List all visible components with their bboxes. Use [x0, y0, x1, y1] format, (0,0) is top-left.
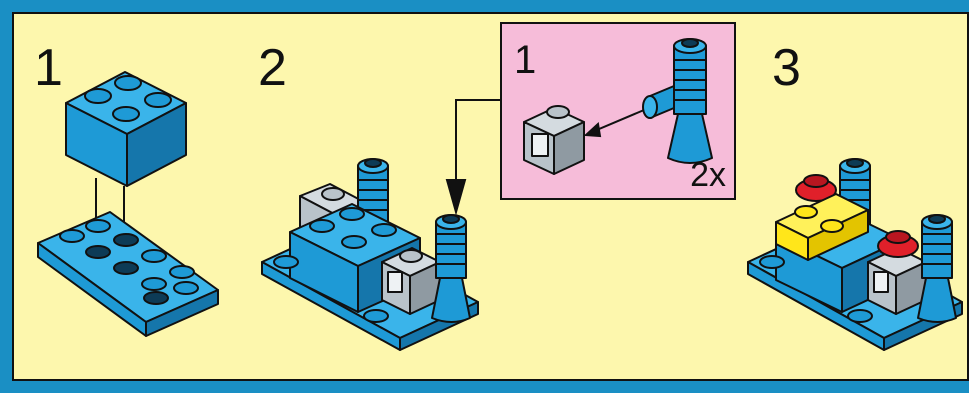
step-number-2: 2 [258, 42, 287, 94]
step-number-1: 1 [34, 42, 63, 94]
step2-assembly [262, 159, 478, 350]
step-number-3: 3 [772, 42, 801, 94]
step1-brick-2x2 [66, 72, 186, 186]
subassembly-inset: 1 2x [500, 22, 736, 200]
step1-plate [38, 212, 218, 336]
step3-assembly [748, 159, 962, 350]
subassembly-arrow [447, 100, 500, 212]
subassembly-quantity: 2x [690, 158, 726, 192]
